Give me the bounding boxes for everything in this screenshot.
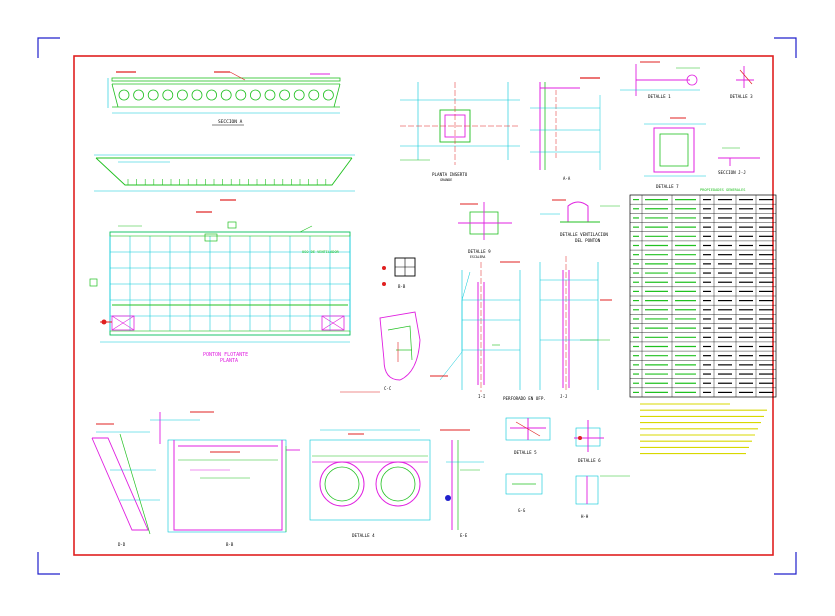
sheet-border (73, 55, 774, 556)
section-jj-label: J-J (560, 394, 567, 399)
table-title: PROPIEDADES GENERALES (700, 188, 745, 192)
corner-marks (37, 37, 797, 575)
section-a-circle (206, 89, 218, 101)
detalle-4-title: DETALLE 4 (352, 533, 375, 538)
section-jj-view: PERFORADO EN OFP. J-J (503, 256, 612, 401)
section-dd-view: D-D (91, 423, 160, 547)
section-cc-view: C-C (340, 311, 448, 393)
uso-ventilador-label: USO DE VENTILADOR (302, 250, 340, 254)
section-a-circle (279, 89, 291, 101)
section-bb-small: B-B (382, 257, 416, 289)
section-ee-label: E-E (460, 533, 468, 538)
planta-inserto-title: PLANTA INSERTO (432, 172, 468, 177)
detalle-ventilacion-view: DETALLE VENTILACION DEL PONTON (540, 199, 620, 243)
seccion-jj-title: SECCION J-J (718, 170, 746, 175)
section-a-circle (308, 89, 320, 101)
section-ee-view: E-E (440, 429, 484, 538)
detalle-3-view: DETALLE 3 (730, 66, 754, 99)
section-ii-label: I-I (478, 394, 486, 399)
detalle-ventilacion-title: DETALLE VENTILACION (560, 232, 608, 237)
planta-inserto-view: PLANTA INSERTO GRANDE (400, 82, 520, 182)
ponton-plan-title: PONTON FLOTANTE (203, 352, 248, 358)
detalle-9-subtitle: ESCALERA (470, 255, 485, 259)
ponton-plan-subtitle: PLANTA (220, 358, 238, 364)
detalle-1-title: DETALLE 1 (648, 94, 671, 99)
section-bb-large: B-B (150, 411, 300, 547)
section-aa-view: A-A (530, 77, 601, 181)
section-bb-large-label: B-B (226, 542, 234, 547)
ponton-plan-view: USO DE VENTILADOR PONTON FLOTANTE PLANTA (89, 211, 351, 364)
section-a-circle (249, 89, 261, 101)
section-a-view: SECCION A (107, 71, 341, 126)
detalle-9-title: DETALLE 9 (468, 249, 491, 254)
properties-table: PROPIEDADES GENERALES (629, 188, 777, 398)
section-bb-small-label: B-B (398, 284, 406, 289)
detalle-4-view: DETALLE 4 (309, 429, 431, 538)
section-a-circle (293, 89, 305, 101)
detalle-7-view: DETALLE 7 (644, 117, 706, 189)
detalle-5-title: DETALLE 5 (514, 450, 537, 455)
section-a-circle (118, 89, 130, 101)
general-notes (640, 403, 767, 455)
seccion-jj-detail: SECCION J-J (718, 147, 760, 175)
detalle-7-title: DETALLE 7 (656, 184, 679, 189)
section-cc-label: C-C (384, 386, 392, 391)
section-a-circle (235, 89, 247, 101)
section-ii-view: I-I (439, 261, 521, 399)
section-b-view (94, 154, 355, 201)
detalle-3-title: DETALLE 3 (730, 94, 753, 99)
section-a-circle (133, 89, 145, 101)
section-a-circle (162, 89, 174, 101)
section-hh-label: H-H (581, 514, 589, 519)
section-a-circle (176, 89, 188, 101)
section-aa-label: A-A (563, 176, 571, 181)
section-a-circle (191, 89, 203, 101)
planta-inserto-subtitle: GRANDE (440, 178, 452, 182)
detalle-1-view: DETALLE 1 (620, 61, 700, 99)
section-a-title: SECCION A (218, 119, 243, 125)
del-ponton-label: DEL PONTON (575, 238, 601, 243)
detalle-6-title: DETALLE 6 (578, 458, 601, 463)
section-a-circle (147, 89, 159, 101)
detalle-9-view: DETALLE 9 ESCALERA (458, 202, 512, 259)
section-dd-label: D-D (118, 542, 126, 547)
section-a-circle (322, 89, 334, 101)
detalle-5-view: DETALLE 5 G-G (505, 417, 551, 513)
section-a-circle (220, 89, 232, 101)
section-gg-label: G-G (518, 508, 526, 513)
section-a-circle (264, 89, 276, 101)
detalle-6-view: DETALLE 6 H-H (574, 420, 630, 519)
perfil-label: PERFORADO EN OFP. (503, 396, 546, 401)
